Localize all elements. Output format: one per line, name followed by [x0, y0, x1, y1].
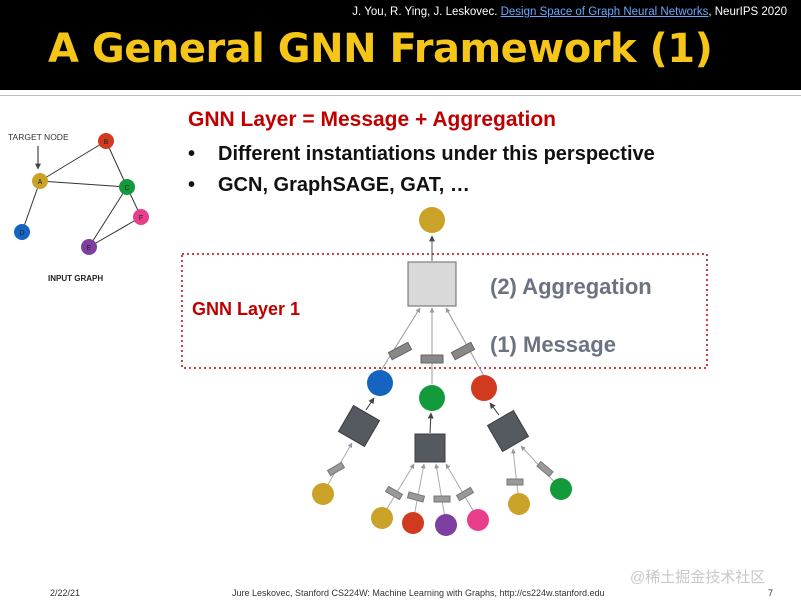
aggregation-label: (2) Aggregation: [490, 274, 652, 299]
footer-credit: Jure Leskovec, Stanford CS224W: Machine …: [232, 588, 605, 598]
bullet-item: •Different instantiations under this per…: [188, 143, 655, 165]
svg-text:A: A: [38, 179, 43, 186]
gnn-layer-label: GNN Layer 1: [192, 299, 300, 319]
leaf-node-e: [435, 514, 457, 536]
svg-text:D: D: [19, 230, 24, 237]
message-label: (1) Message: [490, 332, 616, 357]
title-bar: J. You, R. Ying, J. Leskovec. Design Spa…: [0, 0, 801, 90]
message-transform: [420, 354, 444, 364]
watermark: @稀土掘金技术社区: [630, 569, 766, 586]
svg-text:E: E: [87, 245, 92, 252]
section-headline: GNN Layer = Message + Aggregation: [188, 108, 557, 131]
neighbor-node-b: [471, 375, 497, 401]
bullet-item: •GCN, GraphSAGE, GAT, …: [188, 174, 470, 196]
lower-aggregation-boxes: [337, 404, 530, 463]
slide-title: A General GNN Framework (1): [48, 26, 713, 72]
input-graph: TARGET NODE A B C D E: [8, 132, 149, 283]
graph-node-d: D: [14, 224, 30, 240]
neighbor-node-c: [419, 385, 445, 411]
lower-output-arrows: [365, 397, 500, 434]
footer-date: 2/22/21: [50, 588, 81, 598]
message-transform: [450, 341, 476, 361]
message-edges-top: [379, 307, 485, 384]
graph-node-b: B: [98, 133, 114, 149]
svg-text:F: F: [139, 215, 143, 222]
output-node: [419, 207, 445, 233]
leaf-node-a: [312, 483, 334, 505]
bullet-list: •Different instantiations under this per…: [188, 139, 655, 201]
leaf-node-b: [402, 512, 424, 534]
input-graph-caption: INPUT GRAPH: [48, 274, 103, 283]
target-node-label: TARGET NODE: [8, 132, 69, 142]
message-transform: [387, 341, 413, 361]
leaf-node-c: [550, 478, 572, 500]
neighbor-node-d: [367, 370, 393, 396]
gnn-layer-box: [181, 253, 708, 369]
citation-authors: J. You, R. Ying, J. Leskovec.: [352, 6, 498, 18]
page-number: 7: [768, 588, 774, 598]
graph-node-e: E: [81, 239, 97, 255]
lower-message-transforms: [326, 460, 554, 503]
citation-venue: , NeurIPS 2020: [708, 6, 787, 18]
leaf-node-f: [467, 509, 489, 531]
gnn-layer-diagram: GNN Layer 1 (2) Aggregation (1) Message: [181, 207, 708, 536]
aggregation-box: [407, 261, 457, 307]
svg-text:B: B: [104, 139, 109, 146]
leaf-node-a: [371, 507, 393, 529]
graph-node-c: C: [119, 179, 135, 195]
svg-text:C: C: [124, 185, 129, 192]
graph-node-f: F: [133, 209, 149, 225]
graph-node-a: A: [32, 173, 48, 189]
header-divider: [0, 95, 801, 96]
leaf-node-a: [508, 493, 530, 515]
citation-paper-link[interactable]: Design Space of Graph Neural Networks: [500, 6, 709, 18]
citation: J. You, R. Ying, J. Leskovec. Design Spa…: [352, 6, 787, 18]
